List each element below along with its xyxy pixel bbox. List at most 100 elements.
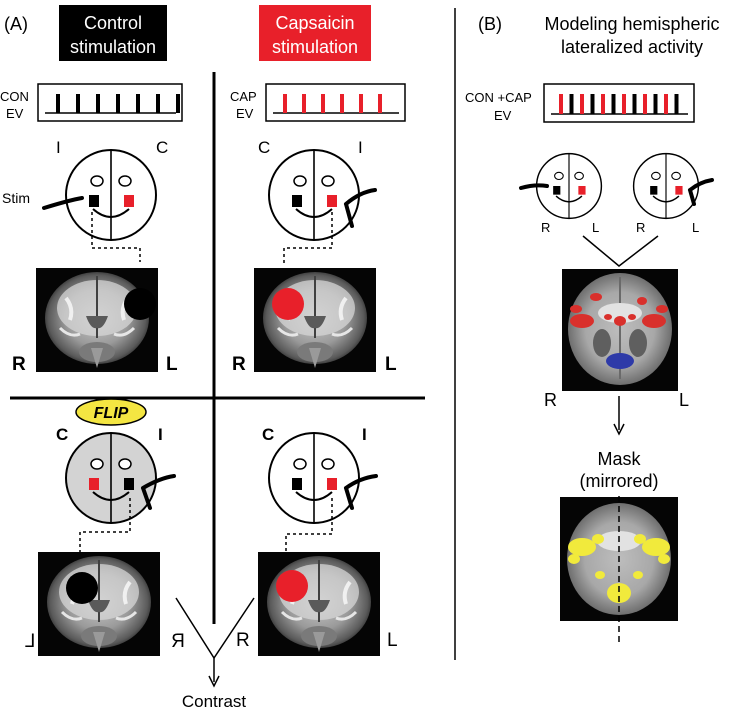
ev-pulse	[156, 94, 160, 113]
mask-label-line1: Mask	[597, 449, 641, 469]
ev-pulse	[96, 94, 100, 113]
mask-yellow-clusters	[568, 534, 670, 603]
control-title-line1: Control	[84, 13, 142, 33]
br-brain-right-label: L	[387, 630, 398, 651]
flip-label: FLIP	[94, 405, 129, 422]
capsaicin-stimulation-header: Capsaicin stimulation	[259, 5, 371, 61]
ev-pulse	[569, 94, 574, 114]
b-merge-v	[582, 235, 659, 267]
bl-brain-slice	[36, 550, 162, 658]
bl-face-right-label: I	[158, 425, 163, 444]
b-mask-arrow-head	[613, 423, 625, 436]
br-face	[268, 432, 360, 524]
ev-pulse	[622, 94, 626, 114]
ev-pulse	[601, 94, 605, 114]
stim-label: Stim	[2, 190, 30, 206]
con-ev-pulses	[56, 94, 180, 113]
bl-face-flipped	[65, 432, 157, 524]
tr-brain-slice	[252, 266, 378, 374]
br-brain-slice	[256, 550, 382, 658]
bl-stim-probe	[141, 474, 176, 510]
con-cap-ev-box: CON +CAP EV	[465, 83, 695, 123]
cap-ev-pulses	[283, 94, 382, 113]
b-face-1-probe	[519, 183, 549, 190]
br-connector	[285, 498, 333, 554]
cap-ev-box: CAP EV	[230, 83, 406, 122]
tr-connector	[283, 212, 333, 266]
ev-pulse	[653, 94, 658, 114]
b-brain-right-label: L	[679, 390, 689, 410]
tr-brain-left-label: R	[232, 354, 246, 375]
ev-pulse	[176, 94, 180, 113]
b-face-2	[632, 152, 700, 220]
contrast-arrow-head	[208, 675, 220, 688]
b-face-1-left-label: R	[541, 220, 550, 235]
tr-brain-right-label: L	[385, 354, 397, 375]
flip-badge: FLIP	[75, 398, 147, 426]
ev-pulse	[359, 94, 363, 113]
b-face-1	[535, 152, 603, 220]
con-ev-label-1: CON	[0, 89, 29, 104]
tl-face	[65, 149, 157, 241]
ev-pulse	[302, 94, 306, 113]
tl-face-right-label: C	[156, 138, 168, 157]
tl-stim-probe	[42, 196, 84, 210]
ev-pulse	[378, 94, 382, 113]
con-ev-box: CON EV	[0, 83, 183, 122]
b-face-2-left-label: R	[636, 220, 645, 235]
ev-pulse	[664, 94, 668, 114]
ev-pulse	[321, 94, 325, 113]
con-cap-ev-label-2: EV	[494, 108, 512, 123]
contrast-label: Contrast	[182, 692, 247, 711]
ev-pulse	[76, 94, 80, 113]
ev-pulse	[580, 94, 584, 114]
ev-pulse	[632, 94, 637, 114]
panel-b-label: (B)	[478, 14, 502, 34]
tr-face	[268, 149, 360, 241]
b-face-2-probe	[688, 178, 714, 206]
ev-pulse	[136, 94, 140, 113]
b-face-2-right-label: L	[692, 220, 699, 235]
ev-pulse	[116, 94, 120, 113]
tr-stim-probe	[344, 188, 377, 228]
b-axial-activation-slice	[562, 269, 678, 391]
mask-label-line2: (mirrored)	[580, 471, 659, 491]
panel-b-title-line2: lateralized activity	[561, 37, 703, 57]
br-face-right-label: I	[362, 425, 367, 444]
bl-brain-right-label: R	[171, 631, 185, 652]
tl-connector	[91, 212, 141, 262]
tl-brain-left-label: R	[12, 354, 26, 375]
tr-face-left-label: C	[258, 138, 270, 157]
ev-pulse	[559, 94, 563, 114]
ev-pulse	[340, 94, 344, 113]
con-ev-label-2: EV	[6, 106, 24, 121]
br-face-left-label: C	[262, 425, 274, 444]
ev-pulse	[590, 94, 595, 114]
con-cap-ev-label-1: CON +CAP	[465, 90, 532, 105]
ev-pulse	[674, 94, 679, 114]
panel-a-label: (A)	[4, 14, 28, 34]
ev-pulse	[56, 94, 60, 113]
cap-ev-label-1: CAP	[230, 89, 257, 104]
ev-pulse	[283, 94, 287, 113]
b-brain-left-label: R	[544, 390, 557, 410]
tl-brain-slice	[34, 266, 160, 374]
ev-pulse	[643, 94, 647, 114]
bl-brain-left-label: L	[25, 631, 36, 652]
capsaicin-title-line1: Capsaicin	[275, 13, 354, 33]
tl-face-left-label: I	[56, 138, 61, 157]
capsaicin-title-line2: stimulation	[272, 37, 358, 57]
bl-face-left-label: C	[56, 425, 68, 444]
activation-blue-cluster	[606, 353, 634, 369]
con-cap-ev-pulses	[559, 94, 679, 114]
br-stim-probe	[344, 474, 378, 510]
tr-face-right-label: I	[358, 138, 363, 157]
cap-ev-label-2: EV	[236, 106, 254, 121]
panel-b-title-line1: Modeling hemispheric	[544, 14, 719, 34]
br-brain-left-label: R	[236, 630, 250, 651]
control-stimulation-header: Control stimulation	[59, 5, 167, 61]
ev-pulse	[611, 94, 616, 114]
control-title-line2: stimulation	[70, 37, 156, 57]
activation-red-clusters	[570, 293, 668, 328]
